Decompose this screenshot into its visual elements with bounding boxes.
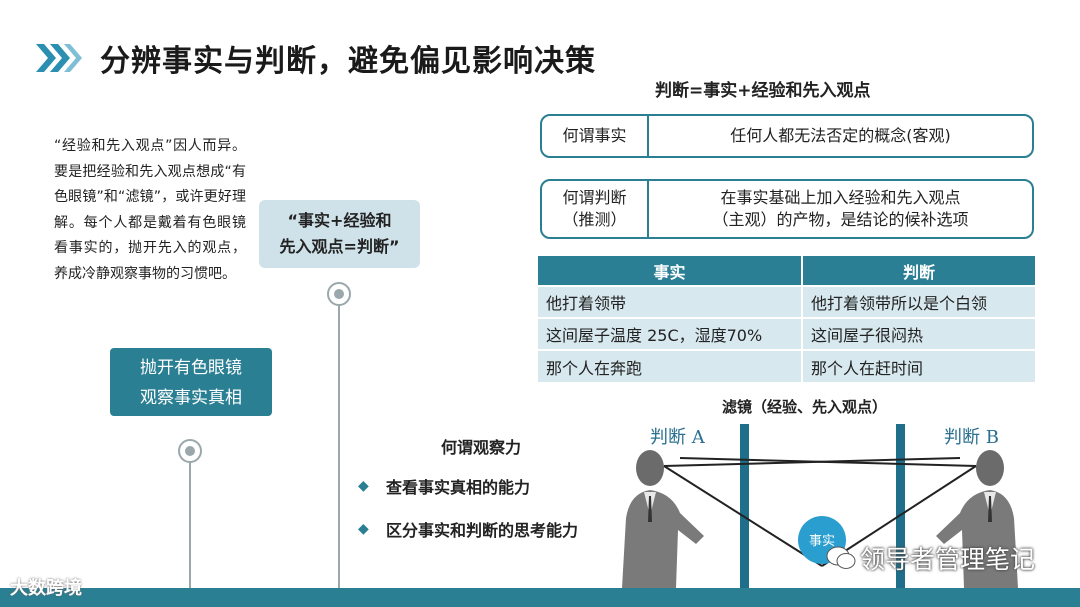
diamond-bullet-icon: ◆ xyxy=(358,521,369,537)
table-cell: 这间屋子温度 25C，湿度70% xyxy=(538,317,803,350)
bubble-line1: “事实+经验和 xyxy=(287,211,392,230)
observation-title: 何谓观察力 xyxy=(441,438,522,457)
explanation-paragraph: “经验和先入观点”因人而异。要是把经验和先入观点想成“有色眼镜”和“滤镜”，或许… xyxy=(54,138,246,282)
table-header-judgement: 判断 xyxy=(802,256,1035,286)
fact-circle-label: 事实 xyxy=(809,534,835,549)
formula-heading: 判断=事实+经验和先入观点 xyxy=(655,81,871,101)
callout-line2: 观察事实真相 xyxy=(140,388,242,408)
footer-bar xyxy=(0,588,1080,607)
remove-glasses-callout: 抛开有色眼镜 观察事实真相 xyxy=(110,348,272,416)
table-row: 这间屋子温度 25C，湿度70% 这间屋子很闷热 xyxy=(538,317,1035,350)
judgement-definition-text: 在事实基础上加入经验和先入观点 （主观）的产物，是结论的候补选项 xyxy=(649,187,1032,232)
page-title: 分辨事实与判断，避免偏见影响决策 xyxy=(100,44,596,79)
observation-item: ◆ 区分事实和判断的思考能力 xyxy=(358,517,578,541)
bubble-line2: 先入观点=判断” xyxy=(279,237,400,256)
judgement-definition-box: 何谓判断 （推测） 在事实基础上加入经验和先入观点 （主观）的产物，是结论的候补… xyxy=(540,179,1034,239)
table-cell: 这间屋子很闷热 xyxy=(802,317,1035,350)
watermark-right: 领导者管理笔记 xyxy=(826,540,1035,576)
filter-title: 滤镜（经验、先入观点） xyxy=(722,398,888,416)
observation-item: ◆ 查看事实真相的能力 xyxy=(358,474,530,498)
fact-definition-box: 何谓事实 任何人都无法否定的概念(客观) xyxy=(540,114,1034,158)
table-header-row: 事实 判断 xyxy=(538,256,1035,286)
judgement-a-label: 判断 A xyxy=(650,427,705,448)
judgement-label-line2: （推测） xyxy=(562,210,627,229)
observation-item-text: 区分事实和判断的思考能力 xyxy=(386,521,579,540)
table-cell: 他打着领带所以是个白领 xyxy=(802,285,1035,318)
fact-definition-text: 任何人都无法否定的概念(客观) xyxy=(730,125,951,145)
table-cell: 那个人在赶时间 xyxy=(802,349,1035,382)
judgement-label-line1: 何谓判断 xyxy=(562,188,627,208)
formula-bubble: “事实+经验和 先入观点=判断” xyxy=(259,200,420,268)
judgement-text-line1: 在事实基础上加入经验和先入观点 xyxy=(720,187,961,207)
diamond-bullet-icon: ◆ xyxy=(358,478,369,494)
chevrons-icon xyxy=(36,44,82,72)
watermark-right-text: 领导者管理笔记 xyxy=(860,545,1036,574)
judgement-text-line2: （主观）的产物，是结论的候补选项 xyxy=(712,210,969,229)
fact-vs-judgement-table: 事实 判断 他打着领带 他打着领带所以是个白领 这间屋子温度 25C，湿度70%… xyxy=(538,256,1035,382)
callout-line1: 抛开有色眼镜 xyxy=(140,358,242,378)
judgement-definition-label: 何谓判断 （推测） xyxy=(542,181,649,237)
table-row: 他打着领带 他打着领带所以是个白领 xyxy=(538,285,1035,318)
table-header-fact: 事实 xyxy=(538,256,803,286)
observation-item-text: 查看事实真相的能力 xyxy=(386,478,531,497)
person-a-icon xyxy=(622,450,704,588)
table-row: 那个人在奔跑 那个人在赶时间 xyxy=(538,349,1035,382)
table-cell: 那个人在奔跑 xyxy=(538,349,803,382)
person-b-icon xyxy=(936,450,1018,588)
watermark-left: 大数跨境 xyxy=(10,578,82,599)
chat-icon xyxy=(826,546,856,569)
judgement-b-label: 判断 B xyxy=(944,427,999,448)
fact-definition-label: 何谓事实 xyxy=(542,116,649,156)
table-cell: 他打着领带 xyxy=(538,285,803,318)
